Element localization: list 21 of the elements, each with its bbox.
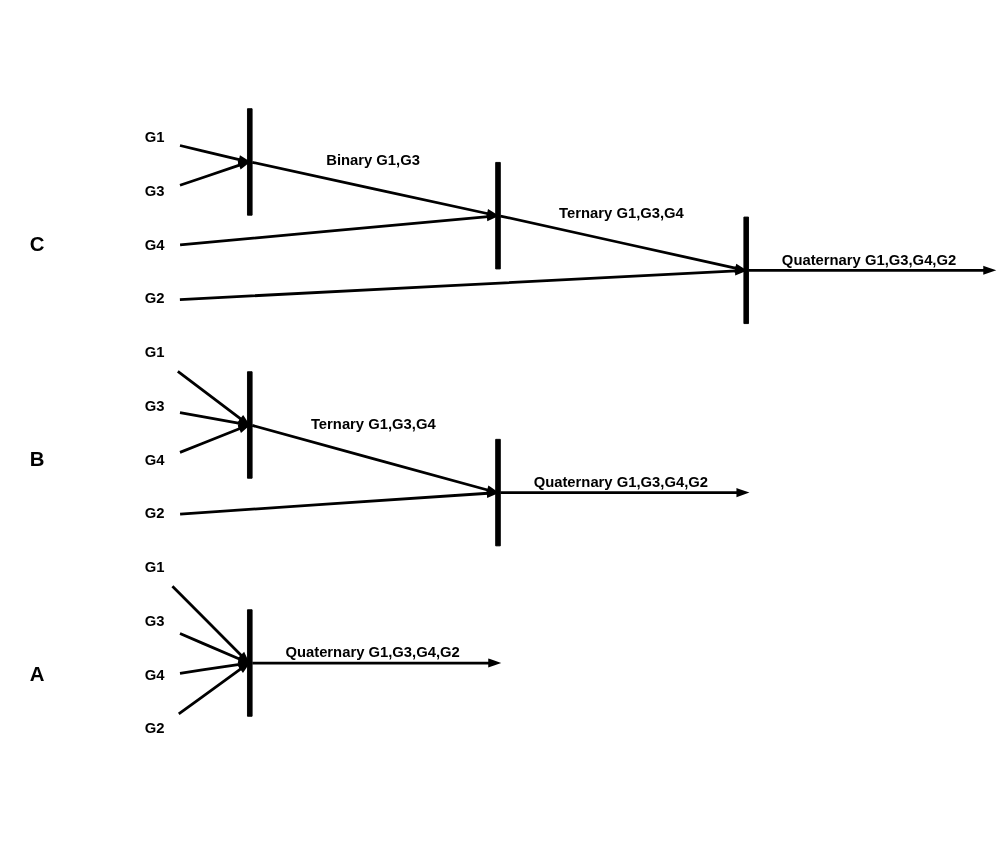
- label: C: [29, 232, 45, 255]
- node-text: G1: [144, 128, 165, 145]
- edge-label: Binary G1,G3: [326, 151, 420, 168]
- node-text: G4: [144, 236, 165, 253]
- node-text: G2: [144, 504, 165, 521]
- node-text: G4: [144, 451, 165, 468]
- label: A: [29, 662, 45, 685]
- edge-label: Ternary G1,G3,G4: [559, 204, 684, 221]
- node-text: G1: [144, 343, 165, 360]
- node-text: G4: [144, 666, 165, 682]
- node-text: G3: [144, 612, 165, 629]
- label: B: [29, 447, 45, 470]
- node-text: G3: [144, 182, 165, 199]
- node-text: G3: [144, 397, 165, 414]
- node-text: G2: [144, 719, 165, 736]
- edge-label: Quaternary G1,G3,G4,G2: [781, 251, 957, 268]
- edge-label: Ternary G1,G3,G4: [310, 415, 436, 432]
- node-text: G2: [144, 289, 165, 306]
- node-text: G1: [144, 558, 165, 575]
- edge-label: Quaternary G1,G3,G4,G2: [285, 643, 460, 660]
- edge-label: Quaternary G1,G3,G4,G2: [533, 473, 709, 490]
